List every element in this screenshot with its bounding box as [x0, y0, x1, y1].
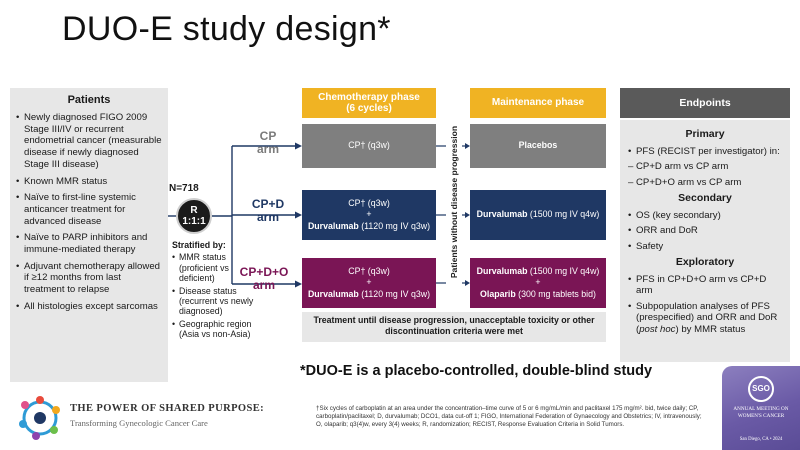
sgo-mark: SGO: [748, 376, 774, 402]
footnote: †Six cycles of carboplatin at an area un…: [316, 405, 702, 428]
sgo-meeting-badge: SGO ANNUAL MEETING ON WOMEN'S CANCER San…: [722, 366, 800, 450]
sample-size: N=718: [169, 183, 199, 194]
exploratory-item: Subpopulation analyses of PFS (prespecif…: [628, 301, 782, 336]
stratification-item: MMR status (proficient vs deficient): [172, 252, 264, 283]
maint-cpdo-plus: +: [535, 277, 541, 288]
primary-list: PFS (RECIST per investigator) in:: [628, 146, 782, 158]
chemo-cpdo-durva: Durvalumab (1120 mg IV q3w): [308, 289, 430, 300]
chemotherapy-phase-header: Chemotherapy phase (6 cycles): [302, 88, 436, 118]
exploratory-item: PFS in CP+D+O arm vs CP+D arm: [628, 274, 782, 297]
stratification-heading: Stratified by:: [172, 240, 226, 250]
page-title: DUO-E study design*: [62, 10, 391, 48]
endpoints-header: Endpoints: [620, 88, 790, 118]
maint-cpd-drug: Durvalumab: [476, 209, 528, 220]
maint-cpdo-durva: Durvalumab (1500 mg IV q4w): [477, 266, 600, 277]
patients-item: Adjuvant chemotherapy allowed if ≥12 mon…: [16, 261, 162, 296]
maint-cp-placebos: Placebos: [518, 140, 558, 151]
secondary-item: Safety: [628, 241, 782, 253]
maint-cpdo-dose: (1500 mg IV q4w): [527, 265, 600, 276]
maint-box-cp: Placebos: [470, 124, 606, 168]
maintenance-phase-header: Maintenance phase: [470, 88, 606, 118]
randomization-r: R: [190, 205, 198, 216]
chemo-phase-cycles: (6 cycles): [346, 103, 392, 114]
arrow-maint-cpdo-icon: [465, 280, 470, 286]
chemo-box-cpdo: CP† (q3w) + Durvalumab (1120 mg IV q3w): [302, 258, 436, 308]
patients-item: All histologies except sarcomas: [16, 301, 162, 313]
maint-cpd-dose: (1500 mg IV q4w): [527, 209, 600, 220]
maint-cpdo-olaparib: Olaparib (300 mg tablets bid): [480, 289, 596, 300]
maint-cpd-durva: Durvalumab (1500 mg IV q4w): [477, 209, 600, 220]
arm-cp-name: CP: [259, 129, 277, 143]
chemo-box-cpd: CP† (q3w) + Durvalumab (1120 mg IV q3w): [302, 190, 436, 240]
maint-cpdo-dose2: (300 mg tablets bid): [515, 288, 596, 299]
patients-item: Naïve to first-line systemic anticancer …: [16, 192, 162, 227]
arrow-maint-cpd-icon: [465, 212, 470, 218]
patients-item: Naïve to PARP inhibitors and immune-medi…: [16, 232, 162, 255]
patients-heading: Patients: [67, 94, 111, 106]
exploratory-item2-italic: post hoc: [639, 323, 676, 335]
blinding-statement: *DUO-E is a placebo-controlled, double-b…: [300, 363, 653, 379]
primary-sub-list: CP+D arm vs CP arm CP+D+O arm vs CP arm: [628, 161, 782, 188]
arrow-cp-icon: [295, 142, 302, 150]
chemo-cpd-drug: Durvalumab: [307, 220, 359, 231]
patients-item: Newly diagnosed FIGO 2009 Stage III/IV o…: [16, 112, 162, 171]
primary-item: PFS (RECIST per investigator) in:: [628, 146, 782, 158]
progression-label: Patients without disease progression: [446, 96, 462, 308]
arrow-cpdo-icon: [295, 280, 302, 288]
branding-tagline: THE POWER OF SHARED PURPOSE:: [70, 403, 264, 414]
patients-list: Newly diagnosed FIGO 2009 Stage III/IV o…: [16, 112, 162, 313]
stratification: Stratified by: MMR status (proficient vs…: [172, 240, 264, 341]
patients-panel: Patients Newly diagnosed FIGO 2009 Stage…: [10, 88, 168, 382]
shared-purpose-logo-icon: [19, 396, 60, 440]
exploratory-item2-pre: Subpopulation analyses of PFS (prespecif…: [636, 300, 778, 335]
secondary-item: ORR and DoR: [628, 225, 782, 237]
branding-subline: Transforming Gynecologic Cancer Care: [70, 418, 208, 428]
arm-cp-suffix: arm: [256, 141, 279, 156]
secondary-list: OS (key secondary) ORR and DoR Safety: [628, 210, 782, 253]
patients-item: Known MMR status: [16, 176, 162, 188]
chemo-cpd-durva: Durvalumab (1120 mg IV q3w): [308, 221, 430, 232]
chemo-cpd-cp: CP† (q3w): [348, 197, 390, 208]
exploratory-heading: Exploratory: [675, 256, 735, 269]
chemo-cpdo-cp: CP† (q3w): [348, 265, 390, 276]
chemo-cp-regimen: CP† (q3w): [348, 140, 390, 151]
endpoints-panel: Primary PFS (RECIST per investigator) in…: [620, 120, 790, 362]
primary-heading: Primary: [685, 128, 725, 140]
arm-cpdo-name: CP+D+O: [239, 265, 289, 279]
arm-label-cpdo: CP+D+O arm: [232, 266, 296, 291]
sgo-meeting-name: ANNUAL MEETING ON WOMEN'S CANCER: [733, 406, 789, 419]
chemo-cpdo-plus: +: [366, 277, 372, 288]
treatment-duration-note: Treatment until disease progression, una…: [302, 312, 606, 342]
exploratory-list: PFS in CP+D+O arm vs CP+D arm Subpopulat…: [628, 274, 782, 336]
chemo-box-cp: CP† (q3w): [302, 124, 436, 168]
stratification-item: Disease status (recurrent vs newly diagn…: [172, 286, 264, 317]
progression-label-text: Patients without disease progression: [449, 125, 459, 279]
maint-box-cpdo: Durvalumab (1500 mg IV q4w) + Olaparib (…: [470, 258, 606, 308]
chemo-phase-title: Chemotherapy phase: [318, 91, 420, 103]
chemo-cpdo-drug: Durvalumab: [307, 288, 359, 299]
stratification-item: Geographic region (Asia vs non-Asia): [172, 319, 264, 340]
stratification-list: MMR status (proficient vs deficient) Dis…: [172, 252, 264, 339]
randomization-circle: R 1:1:1: [176, 198, 212, 234]
primary-sub-item: CP+D arm vs CP arm: [628, 161, 782, 173]
chemo-cpdo-dose: (1120 mg IV q3w): [358, 288, 431, 299]
exploratory-item2-post: ) by MMR status: [675, 323, 746, 335]
arm-cpdo-suffix: arm: [252, 277, 275, 292]
sgo-meeting-location: San Diego, CA • 2024: [739, 437, 783, 442]
maint-box-cpd: Durvalumab (1500 mg IV q4w): [470, 190, 606, 240]
arrow-cpd-icon: [295, 211, 302, 219]
chemo-cpd-dose: (1120 mg IV q3w): [358, 220, 431, 231]
chemo-cpd-plus: +: [366, 209, 372, 220]
randomization-ratio: 1:1:1: [182, 215, 206, 227]
arm-label-cp: CP arm: [236, 130, 300, 155]
arm-label-cpd: CP+D arm: [236, 198, 300, 223]
secondary-heading: Secondary: [678, 192, 732, 205]
secondary-item: OS (key secondary): [628, 210, 782, 222]
maint-cpdo-drug2: Olaparib: [480, 288, 516, 299]
arrow-maint-cp-icon: [465, 143, 470, 149]
arm-cpd-name: CP+D: [251, 197, 285, 211]
primary-sub-item: CP+D+O arm vs CP arm: [628, 177, 782, 189]
maint-cpdo-drug: Durvalumab: [476, 265, 528, 276]
arm-cpd-suffix: arm: [256, 209, 279, 224]
